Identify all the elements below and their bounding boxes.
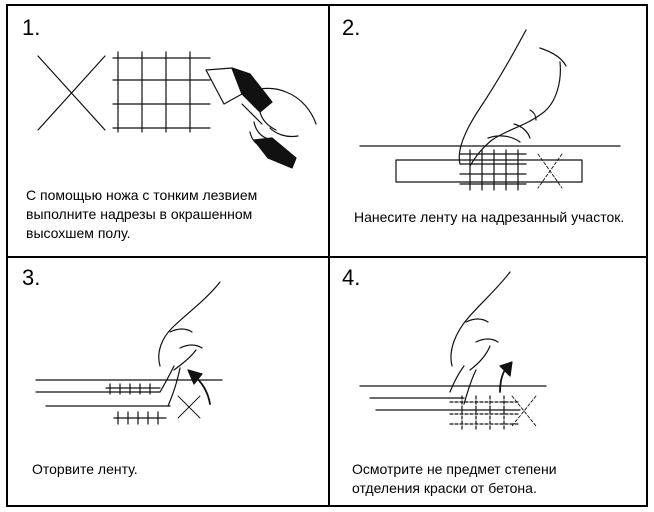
step-3-illustration <box>35 281 223 425</box>
step-4-panel: 4. О <box>330 258 648 505</box>
step-1-panel: 1. С помощью ножа с тонким лез <box>10 8 328 256</box>
x-cut-line-1 <box>511 395 537 427</box>
step-2-number: 2. <box>342 15 361 40</box>
lattice-cut <box>112 51 211 133</box>
instruction-grid: 1. С помощью ножа с тонким лез <box>6 4 648 507</box>
x-cut-line-2 <box>37 55 106 131</box>
tape-strip <box>395 159 583 183</box>
step-2-illustration <box>359 29 621 191</box>
hand-icon <box>450 271 511 371</box>
hand-icon <box>241 87 317 151</box>
knife-handle-lower-icon <box>253 137 297 169</box>
step-4-caption: Осмотрите не предмет степени отделения к… <box>352 461 557 496</box>
hand-icon <box>458 29 567 167</box>
step-3-panel: 3. <box>10 258 328 505</box>
step-2-panel: 2. Нанесите ленту на <box>330 8 648 256</box>
lattice-cut <box>105 383 167 425</box>
tape-peel <box>159 365 181 407</box>
step-4-number: 4. <box>342 265 361 290</box>
step-1-caption: С помощью ножа с тонким лезвием выполнит… <box>26 187 258 241</box>
step-1-illustration <box>37 51 317 169</box>
step-1-number: 1. <box>22 15 41 40</box>
step-2-caption: Нанесите ленту на надрезанный участок. <box>354 209 625 225</box>
divider-horizontal <box>8 256 646 258</box>
lattice-cut <box>449 395 521 431</box>
knife-handle-icon <box>231 67 273 113</box>
tape-peel <box>449 365 477 405</box>
step-3-caption: Оторвите ленту. <box>32 461 138 477</box>
divider-vertical <box>328 6 330 505</box>
arrow-head-icon <box>499 361 513 377</box>
hand-icon <box>158 281 221 371</box>
step-3-number: 3. <box>22 265 41 290</box>
arrow-head-icon <box>187 369 203 385</box>
x-cut-line-2 <box>511 395 537 427</box>
lattice-cut <box>459 149 527 191</box>
step-4-illustration <box>359 271 547 431</box>
x-cut-line-2 <box>537 153 563 189</box>
x-cut-line-2 <box>177 395 201 419</box>
